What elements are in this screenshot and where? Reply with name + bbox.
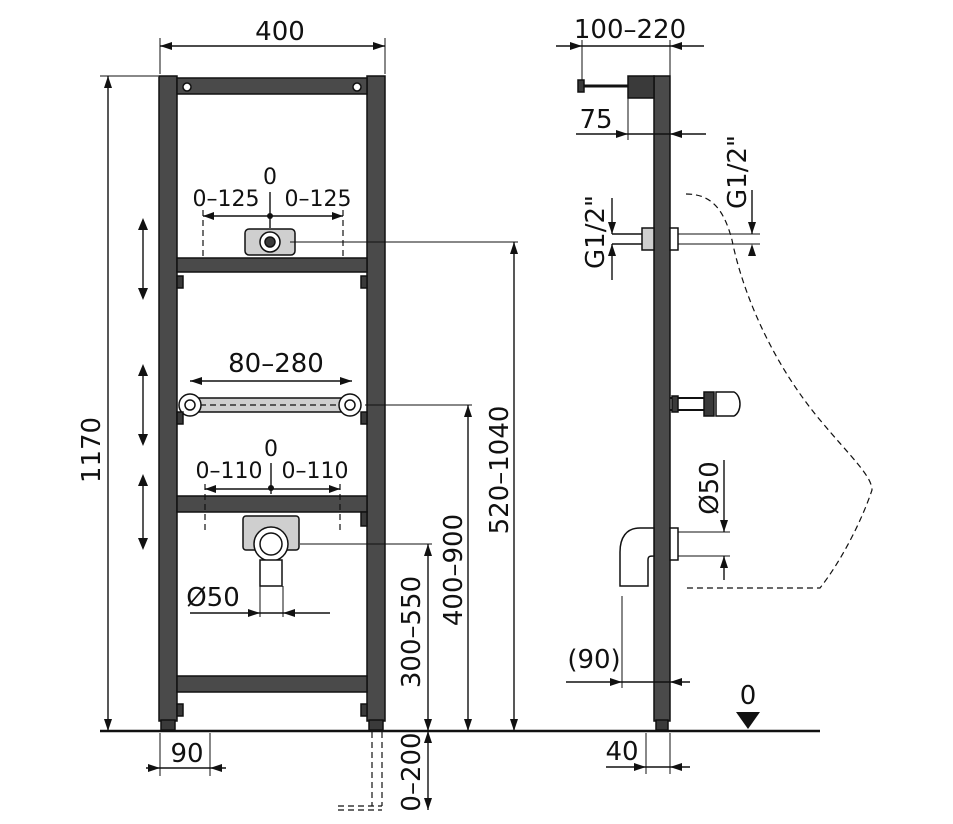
bracket-left-inner (184, 399, 196, 411)
adjust-arrow-middle (138, 364, 148, 446)
bracket-right-inner (344, 399, 356, 411)
clip-2 (360, 275, 368, 289)
clip-5 (176, 703, 184, 717)
label-0-110-right: 0–110 (282, 459, 349, 484)
inlet-fitting-core (264, 236, 276, 248)
label-520-1040: 520–1040 (485, 406, 515, 535)
label-0-200: 0–200 (397, 732, 427, 811)
clip-7 (360, 511, 368, 527)
side-drain-elbow (619, 527, 679, 587)
label-0-125-left: 0–125 (193, 187, 260, 212)
urinal-outline (685, 193, 873, 589)
drain-outlet-inner (259, 532, 283, 556)
label-400-900: 400–900 (439, 514, 469, 626)
label-1170: 1170 (77, 417, 107, 483)
label-80-280: 80–280 (228, 349, 324, 379)
bottom-crossbar (176, 675, 368, 693)
clip-3 (176, 411, 184, 425)
clip-4 (360, 411, 368, 425)
left-upright (158, 75, 178, 722)
side-foot (655, 719, 669, 731)
label-90-foot: 90 (170, 739, 203, 769)
drain-pipe (259, 559, 283, 587)
label-dia50-side: Ø50 (695, 461, 725, 515)
side-inlet-fitting (669, 227, 679, 251)
label-100-220: 100–220 (574, 15, 686, 45)
label-300-550: 300–550 (397, 576, 427, 688)
label-90-paren: (90) (567, 645, 620, 675)
label-zero-top: 0 (263, 165, 277, 190)
bolt-top-left (182, 82, 192, 92)
label-400: 400 (255, 17, 305, 47)
side-upright (653, 75, 671, 722)
label-floor-zero: 0 (740, 681, 757, 711)
side-inlet-nut (641, 227, 655, 251)
clip-1 (176, 275, 184, 289)
side-wall-bracket-block (627, 75, 655, 99)
label-75: 75 (579, 105, 612, 135)
label-40: 40 (605, 737, 638, 767)
flush-valve (670, 391, 741, 417)
label-0-125-right: 0–125 (285, 187, 352, 212)
top-crossbar (176, 77, 368, 95)
front-view: 400 1170 0 0–125 0–125 80–280 0 0–110 0–… (77, 17, 820, 812)
clip-6 (360, 703, 368, 717)
right-foot (368, 719, 384, 731)
adjust-arrow-lower (138, 474, 148, 550)
lower-crossbar (176, 495, 368, 513)
label-dia50-front: Ø50 (186, 583, 240, 613)
side-view: 100–220 75 G1/2" G1/2" (556, 15, 873, 774)
label-g12-left: G1/2" (581, 195, 611, 269)
floor-level-marker (736, 712, 760, 729)
label-0-110-left: 0–110 (196, 459, 263, 484)
bolt-top-right (352, 82, 362, 92)
label-g12-right: G1/2" (723, 135, 753, 209)
label-zero-mid: 0 (264, 437, 278, 462)
left-foot (160, 719, 176, 731)
right-upright (366, 75, 386, 722)
upper-crossbar (176, 257, 368, 273)
adjust-arrow-upper (138, 218, 148, 300)
